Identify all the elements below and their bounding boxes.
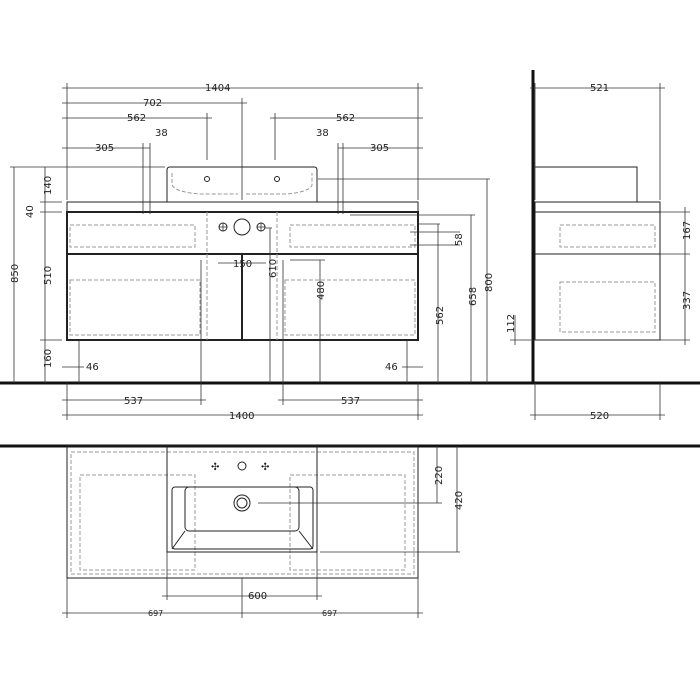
dim-140: 140 xyxy=(43,176,54,195)
top-view: ✣ ✣ xyxy=(62,445,460,618)
front-dimension-lines xyxy=(10,83,490,420)
tap-hole-icon xyxy=(204,176,210,182)
dim-305-left: 305 xyxy=(95,143,114,154)
dim-562-right: 562 xyxy=(336,113,355,124)
dim-562-left: 562 xyxy=(127,113,146,124)
dim-1404: 1404 xyxy=(205,83,230,94)
dim-38-left: 38 xyxy=(155,128,168,139)
dim-167: 167 xyxy=(682,221,693,240)
dim-420: 420 xyxy=(454,491,465,510)
dim-160: 160 xyxy=(43,349,54,368)
front-view xyxy=(66,166,419,341)
dim-46-left: 46 xyxy=(86,362,99,373)
dim-697-left: 697 xyxy=(148,609,163,618)
dim-337: 337 xyxy=(682,291,693,310)
dim-40: 40 xyxy=(25,205,36,218)
cabinet-side xyxy=(534,211,661,341)
tap-hole-icon xyxy=(274,176,280,182)
dim-46-right: 46 xyxy=(385,362,398,373)
dim-600: 600 xyxy=(248,591,267,602)
dim-800: 800 xyxy=(484,273,495,292)
dim-510: 510 xyxy=(43,266,54,285)
dim-1400: 1400 xyxy=(229,411,254,422)
drain-icon xyxy=(233,494,251,512)
tap-cross-icon: ✣ xyxy=(261,462,269,473)
tap-hole-icon xyxy=(237,461,247,471)
dim-697-right: 697 xyxy=(322,609,337,618)
dim-521: 521 xyxy=(590,83,609,94)
dim-480: 480 xyxy=(316,281,327,300)
basin-top xyxy=(166,445,318,553)
dim-702: 702 xyxy=(143,98,162,109)
tap-cross-icon: ✣ xyxy=(211,462,219,473)
dim-220: 220 xyxy=(434,466,445,485)
countertop xyxy=(66,201,419,213)
dim-562-vertical: 562 xyxy=(435,306,446,325)
dim-58: 58 xyxy=(454,233,465,246)
dim-850: 850 xyxy=(10,264,21,283)
countertop-top xyxy=(66,445,419,579)
dim-520: 520 xyxy=(590,411,609,422)
dim-150: 150 xyxy=(233,259,252,270)
dim-658: 658 xyxy=(468,287,479,306)
dim-305-right: 305 xyxy=(370,143,389,154)
waste-outlet-icon xyxy=(233,218,251,236)
side-view xyxy=(510,83,690,420)
dim-112: 112 xyxy=(506,314,517,333)
dim-537-right: 537 xyxy=(341,396,360,407)
dim-610: 610 xyxy=(268,259,279,278)
dim-537-left: 537 xyxy=(124,396,143,407)
dim-38-right: 38 xyxy=(316,128,329,139)
